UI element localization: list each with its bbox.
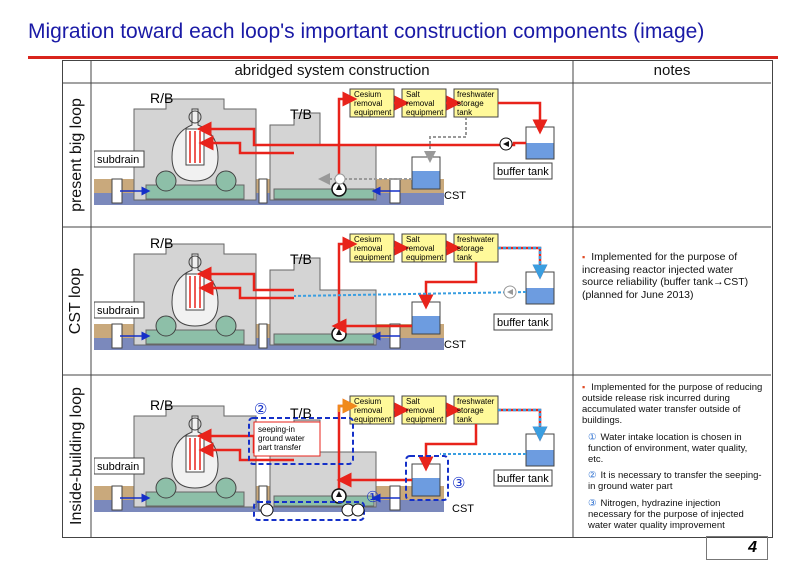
marker-2: ② <box>254 401 267 418</box>
cesium-label-1: Cesium <box>354 235 381 244</box>
rb-label: R/B <box>150 90 173 106</box>
cst-label: CST <box>444 190 466 202</box>
note-cst-loop: ▪Implemented for the purpose of increasi… <box>582 251 749 301</box>
marker-1: ① <box>366 489 379 506</box>
cesium-label-1: Cesium <box>354 90 381 99</box>
salt-label-3: equipment <box>406 253 444 262</box>
subdrain-label: subdrain <box>97 461 139 473</box>
fresh-label-2: storage <box>457 99 484 108</box>
cesium-label-1: Cesium <box>354 397 381 406</box>
marker-3: ③ <box>452 475 465 492</box>
subdrain-label: subdrain <box>97 305 139 317</box>
fresh-label-3: tank <box>457 253 473 262</box>
tb-label: T/B <box>290 251 312 267</box>
fresh-label-1: freshwater <box>457 90 495 99</box>
cesium-label-2: removal <box>354 406 383 415</box>
note-inside-loop: ▪Implemented for the purpose of reducing… <box>582 382 763 426</box>
diagram-cst-loop: R/B T/B Cesium removal equipment Salt re… <box>94 230 574 376</box>
fresh-label-2: storage <box>457 244 484 253</box>
buffer-label: buffer tank <box>497 317 549 329</box>
main-table <box>62 60 773 538</box>
subdrain-label: subdrain <box>97 154 139 166</box>
salt-label-1: Salt <box>406 90 421 99</box>
fresh-label-1: freshwater <box>457 235 495 244</box>
fresh-label-2: storage <box>457 406 484 415</box>
title-rule <box>28 56 778 59</box>
fresh-label-3: tank <box>457 108 473 117</box>
buffer-label: buffer tank <box>497 166 549 178</box>
cesium-label-3: equipment <box>354 415 392 424</box>
rb-label: R/B <box>150 397 173 413</box>
cesium-label-3: equipment <box>354 253 392 262</box>
tb-label: T/B <box>290 405 312 421</box>
cesium-label-2: removal <box>354 99 383 108</box>
cst-label: CST <box>444 339 466 351</box>
header-system: abridged system construction <box>234 62 430 79</box>
cesium-label-3: equipment <box>354 108 392 117</box>
row-label-cst-loop: CST loop <box>67 267 85 335</box>
seeping-label-3: part transfer <box>258 443 301 452</box>
page-title: Migration toward each loop's important c… <box>28 20 705 43</box>
header-notes: notes <box>653 62 691 79</box>
tb-label: T/B <box>290 106 312 122</box>
salt-label-2: removal <box>406 99 435 108</box>
row-label-big-loop: present big loop <box>67 98 85 212</box>
row-label-inside-loop: Inside-building loop <box>67 386 85 525</box>
rb-label: R/B <box>150 235 173 251</box>
salt-label-1: Salt <box>406 397 421 406</box>
cesium-label-2: removal <box>354 244 383 253</box>
salt-label-2: removal <box>406 406 435 415</box>
buffer-label: buffer tank <box>497 473 549 485</box>
salt-label-3: equipment <box>406 108 444 117</box>
salt-label-2: removal <box>406 244 435 253</box>
salt-label-1: Salt <box>406 235 421 244</box>
diagram-big-loop: R/B T/B Cesium removal equipment Salt re… <box>94 85 574 227</box>
fresh-label-3: tank <box>457 415 473 424</box>
diagram-inside-loop: R/B T/B Cesium removal equipment Salt re… <box>94 378 574 521</box>
cst-label: CST <box>452 503 474 515</box>
page-number: 4 <box>706 536 768 560</box>
seeping-label-2: ground water <box>258 434 305 443</box>
fresh-label-1: freshwater <box>457 397 495 406</box>
salt-label-3: equipment <box>406 415 444 424</box>
seeping-label-1: seeping-in <box>258 425 295 434</box>
